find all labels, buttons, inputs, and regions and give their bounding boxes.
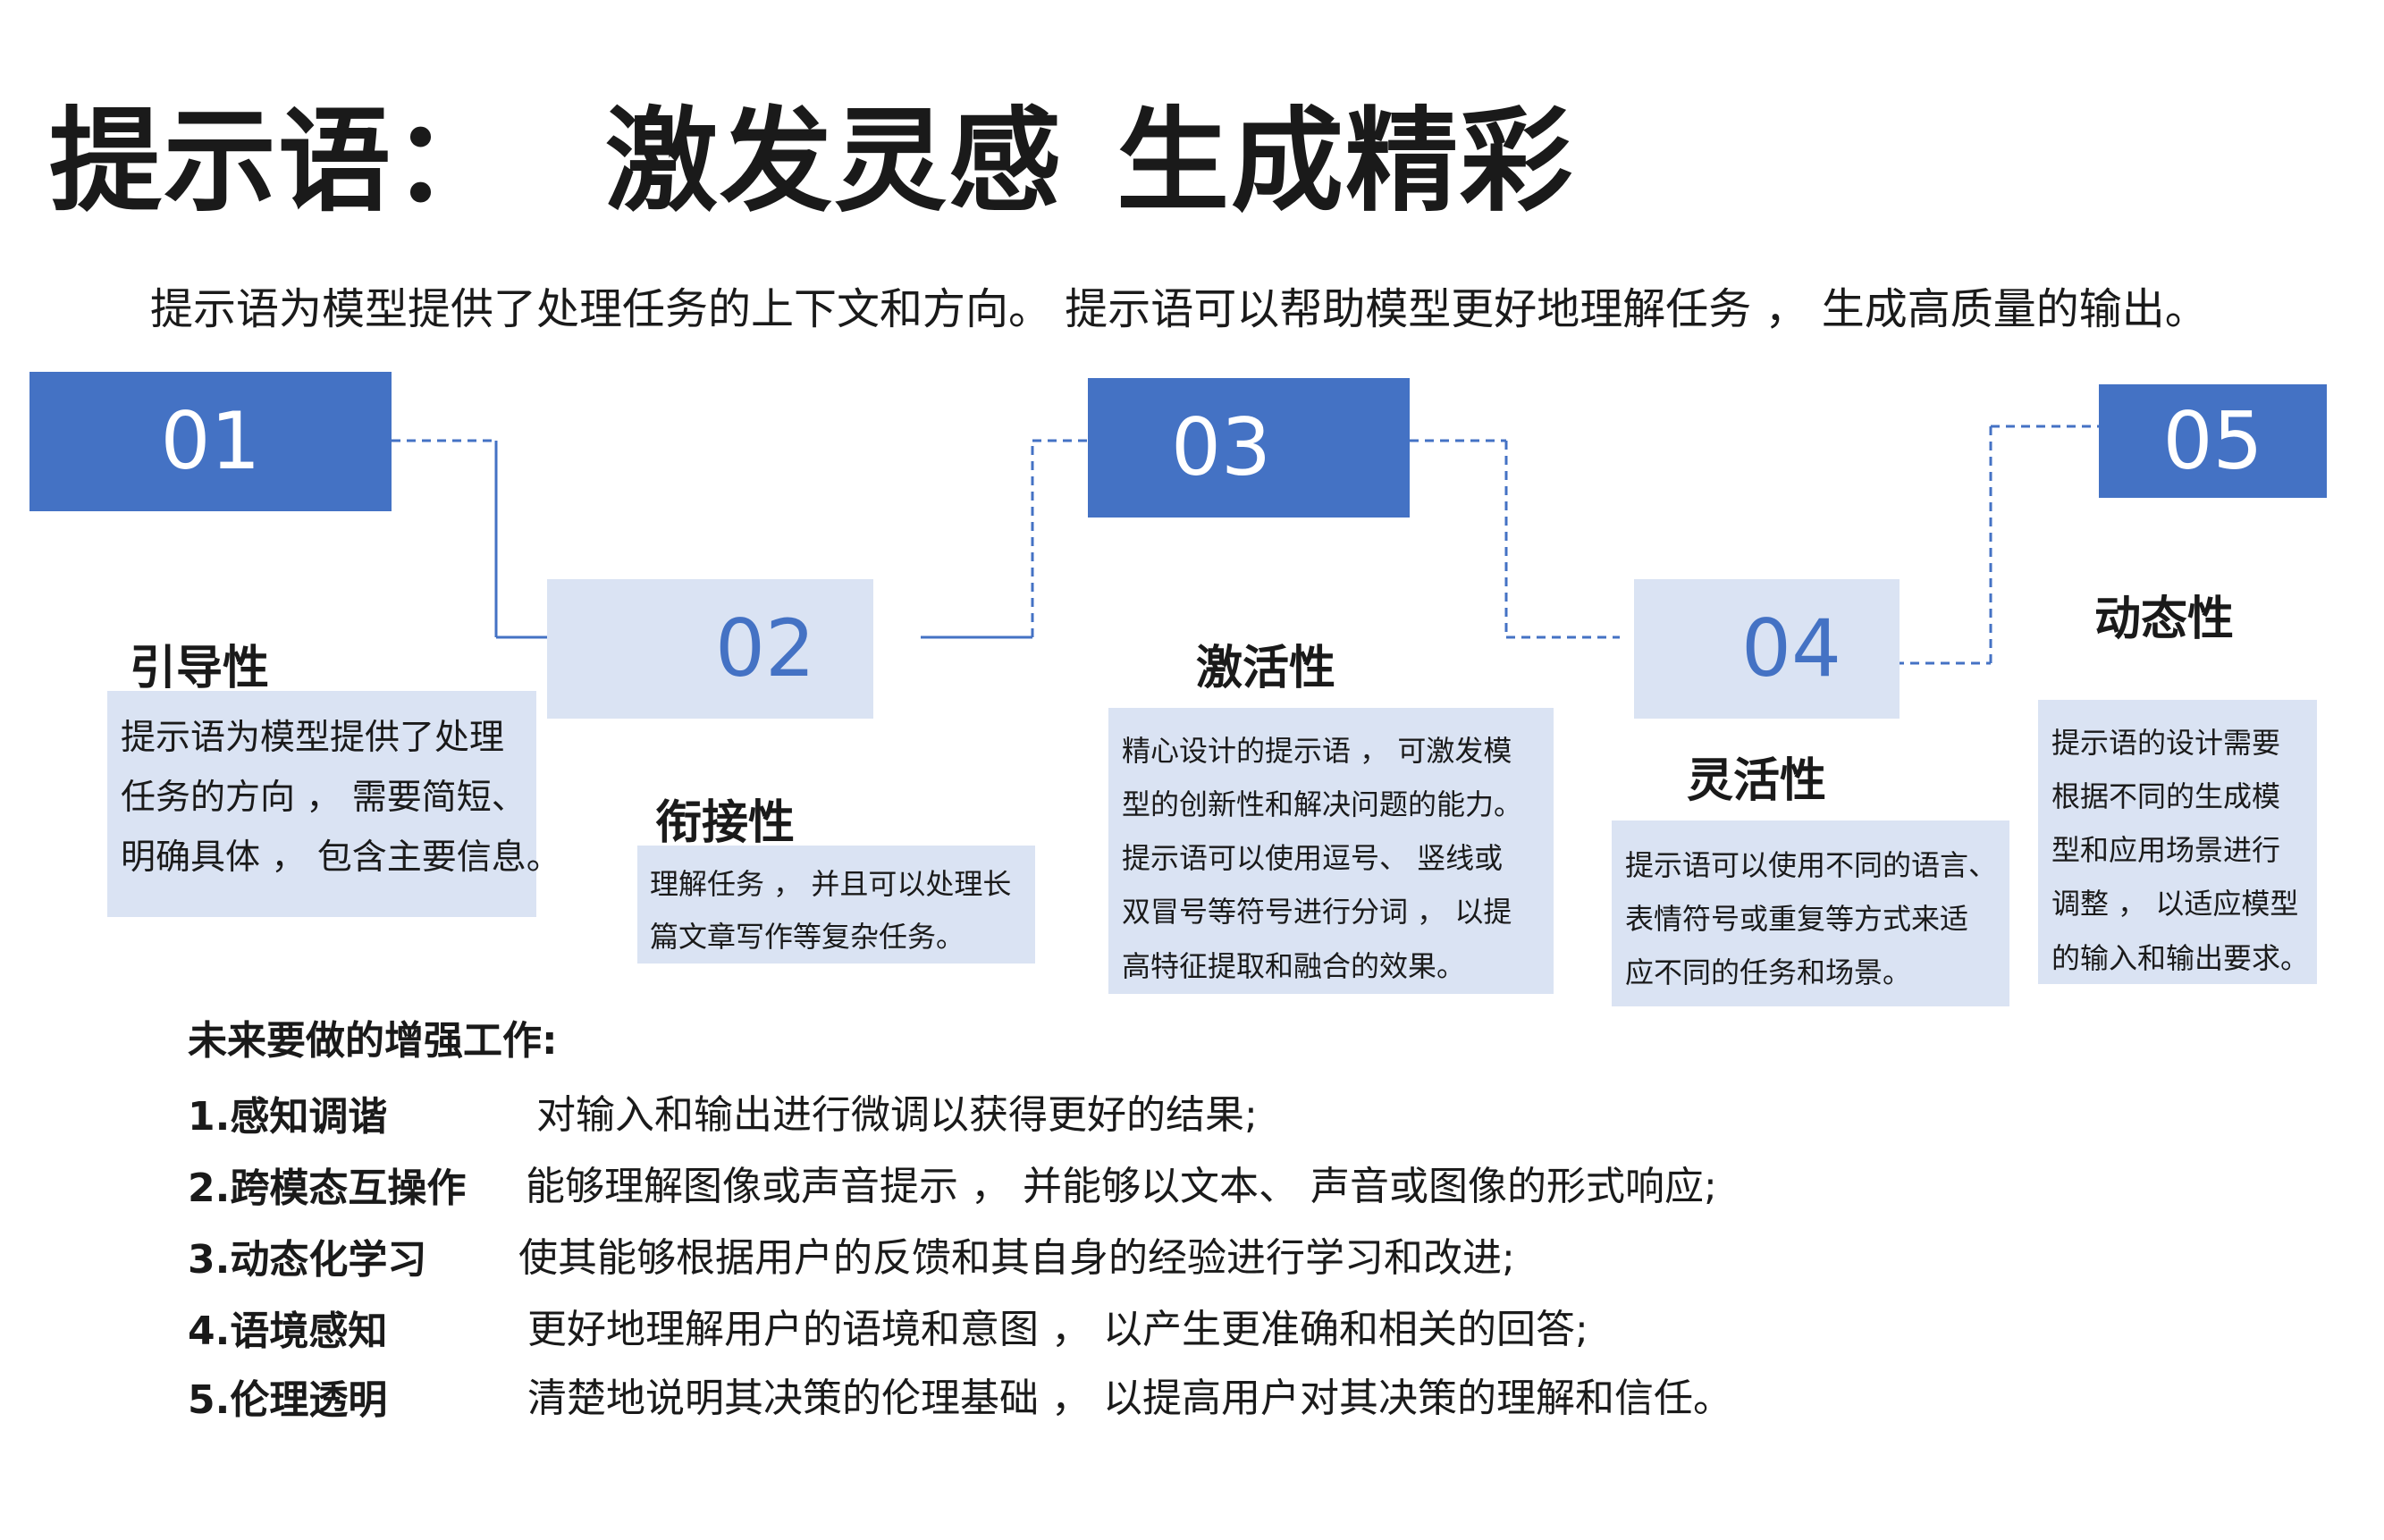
step-01-description: 提示语为模型提供了处理 任务的方向 ， 需要简短、 明确具体 ， 包含主要信息。 <box>107 691 561 917</box>
title-part-3: 生成精彩 <box>1116 96 1574 227</box>
title-part-2: 激发灵感 <box>605 96 1063 227</box>
step-03-description: 精心设计的提示语 ， 可激发模 型的创新性和解决问题的能力。 提示语可以使用逗号… <box>1108 708 1554 994</box>
step-05-desc-line: 调整 ， 以适应模型 <box>2051 887 2299 921</box>
future-item-label: 4.语境感知 <box>188 1309 388 1354</box>
subtitle: 提示语为模型提供了处理任务的上下文和方向。 提示语可以帮助模型更好地理解任务 ，… <box>150 284 2208 334</box>
future-item-text: 使其能够根据用户的反馈和其自身的经验进行学习和改进; <box>518 1235 1515 1281</box>
step-03-desc-line: 提示语可以使用逗号、 竖线或 <box>1122 841 1504 876</box>
step-04-desc-line: 提示语可以使用不同的语言、 <box>1625 848 1998 882</box>
step-01-title: 引导性 <box>130 642 270 695</box>
step-03-desc-line: 精心设计的提示语 ， 可激发模 <box>1122 734 1512 768</box>
step-03-title: 激活性 <box>1196 642 1336 695</box>
step-05-title: 动态性 <box>2094 593 2235 646</box>
step-04-title: 灵活性 <box>1687 754 1827 808</box>
step-05-desc-line: 提示语的设计需要 <box>2051 726 2281 760</box>
future-item-text: 对输入和输出进行微调以获得更好的结果; <box>536 1092 1258 1138</box>
page-title: 提示语：激发灵感生成精彩 <box>49 105 1574 218</box>
step-01-desc-line: 提示语为模型提供了处理 <box>121 718 505 758</box>
step-04-desc-line: 表情符号或重复等方式来适 <box>1625 902 1969 937</box>
future-item-text: 能够理解图像或声音提示 ， 并能够以文本、 声音或图像的形式响应; <box>526 1164 1717 1209</box>
step-03-number: 03 <box>1088 378 1410 518</box>
future-item-label: 3.动态化学习 <box>188 1237 427 1283</box>
step-02-title: 衔接性 <box>655 796 796 850</box>
step-01-desc-line: 明确具体 ， 包含主要信息。 <box>121 837 561 879</box>
step-04-desc-line: 应不同的任务和场景。 <box>1625 955 1912 990</box>
future-item-label: 5.伦理透明 <box>188 1377 388 1423</box>
future-item-text: 清楚地说明其决策的伦理基础 ， 以提高用户对其决策的理解和信任。 <box>527 1376 1732 1421</box>
step-03-desc-line: 双冒号等符号进行分词 ， 以提 <box>1122 895 1512 930</box>
future-item-text: 更好地理解用户的语境和意图 ， 以产生更准确和相关的回答; <box>527 1307 1588 1352</box>
step-01-number: 01 <box>29 372 392 511</box>
step-03-desc-line: 型的创新性和解决问题的能力。 <box>1122 787 1523 822</box>
step-05-description: 提示语的设计需要 根据不同的生成模 型和应用场景进行 调整 ， 以适应模型 的输… <box>2038 700 2317 984</box>
step-02-desc-line: 理解任务 ， 并且可以处理长 <box>650 867 1012 901</box>
step-05-number: 05 <box>2099 384 2327 498</box>
future-work-heading: 未来要做的增强工作: <box>188 1018 558 1064</box>
step-01-desc-line: 任务的方向 ， 需要简短、 <box>121 778 527 819</box>
step-03-desc-line: 高特征提取和融合的效果。 <box>1122 948 1466 983</box>
step-05-desc-line: 的输入和输出要求。 <box>2051 940 2310 975</box>
step-02-number: 02 <box>547 579 873 719</box>
step-05-desc-line: 根据不同的生成模 <box>2051 779 2281 814</box>
step-02-desc-line: 篇文章写作等复杂任务。 <box>650 920 965 955</box>
title-part-1: 提示语： <box>49 96 507 227</box>
step-04-description: 提示语可以使用不同的语言、 表情符号或重复等方式来适 应不同的任务和场景。 <box>1612 820 2009 1006</box>
future-item-label: 2.跨模态互操作 <box>188 1166 467 1211</box>
step-05-desc-line: 型和应用场景进行 <box>2051 833 2281 868</box>
step-04-number: 04 <box>1634 579 1900 719</box>
future-item-label: 1.感知调谐 <box>188 1094 388 1140</box>
step-02-description: 理解任务 ， 并且可以处理长 篇文章写作等复杂任务。 <box>637 846 1035 964</box>
